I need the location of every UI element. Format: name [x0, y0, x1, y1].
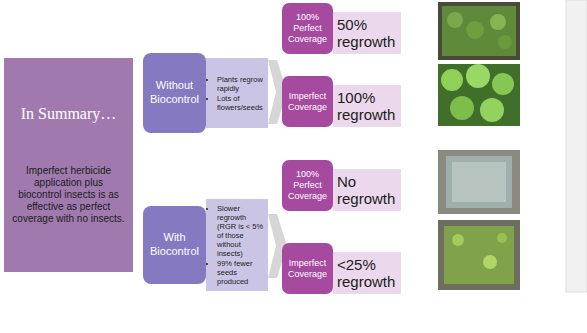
group-box: With Biocontrol: [143, 206, 206, 284]
bullet-text: Plants regrow rapidly: [217, 75, 265, 93]
label-text: 100% Perfect Coverage: [285, 169, 330, 201]
bullet-text: Slower regrowth (RGR is < 5% of those wi…: [217, 204, 265, 258]
label-text: Without Biocontrol: [147, 79, 202, 107]
label-text: 100% Perfect Coverage: [285, 12, 330, 44]
result-box: <25% regrowth: [333, 252, 401, 294]
group-box: Without Biocontrol: [143, 53, 206, 133]
coverage-box: 100% Perfect Coverage: [282, 160, 333, 211]
photo: [438, 150, 520, 214]
label-text: Imperfect Coverage: [285, 258, 330, 280]
summary-box: In Summary… Imperfect herbicide applicati…: [4, 58, 133, 272]
bullet-box: Plants regrow rapidlyLots of flowers/see…: [206, 58, 268, 128]
label-text: <25% regrowth: [337, 256, 397, 291]
coverage-box: Imperfect Coverage: [282, 76, 333, 127]
label-text: Imperfect Coverage: [285, 91, 330, 113]
label-text: No regrowth: [337, 173, 397, 208]
result-box: No regrowth: [333, 169, 401, 211]
photo: [438, 2, 520, 60]
side-panel: [566, 0, 587, 292]
photo: [438, 220, 520, 290]
label-text: 50% regrowth: [337, 16, 397, 51]
result-box: 50% regrowth: [333, 12, 401, 54]
bullet-box: Slower regrowth (RGR is < 5% of those wi…: [206, 199, 268, 291]
bullet-text: 99% fewer seeds produced: [217, 259, 265, 286]
bullet-text: Lots of flowers/seeds: [217, 94, 265, 112]
label-text: 100% regrowth: [337, 89, 397, 124]
bullet-list: Plants regrow rapidlyLots of flowers/see…: [208, 74, 265, 113]
result-box: 100% regrowth: [333, 85, 401, 127]
photo: [438, 64, 520, 126]
coverage-box: Imperfect Coverage: [282, 243, 333, 294]
label-text: With Biocontrol: [147, 231, 202, 259]
coverage-box: 100% Perfect Coverage: [282, 3, 333, 54]
heading-text: In Summary…: [21, 105, 117, 123]
bullet-list: Slower regrowth (RGR is < 5% of those wi…: [208, 203, 265, 287]
body-text: Imperfect herbicide application plus bio…: [12, 165, 125, 225]
